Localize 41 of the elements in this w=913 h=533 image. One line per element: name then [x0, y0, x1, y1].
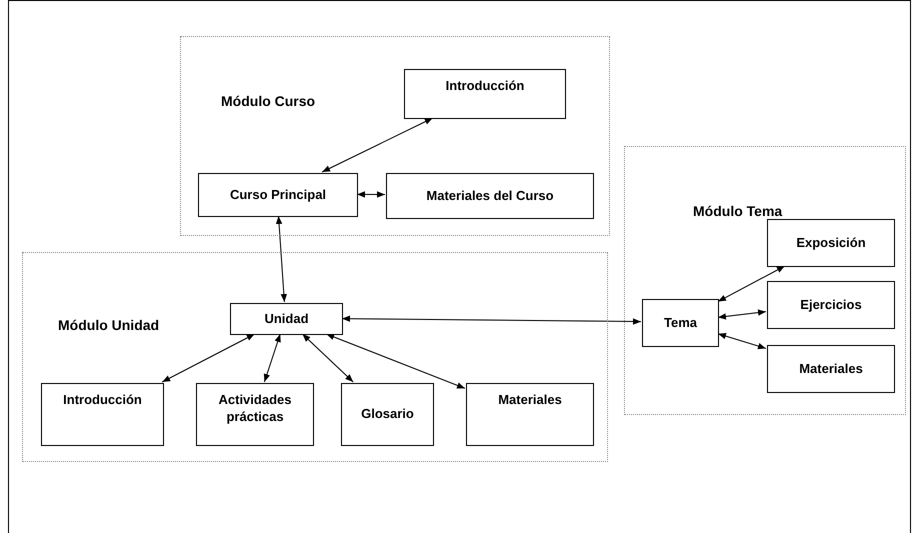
component-box — [767, 345, 895, 393]
box-label: Glosario — [361, 406, 414, 423]
arrow — [356, 191, 386, 198]
arrow — [302, 334, 354, 382]
arrow — [276, 216, 288, 302]
box-label: Introducción — [446, 78, 524, 95]
component-box — [466, 383, 594, 446]
component-box — [767, 219, 895, 267]
arrow — [718, 266, 786, 302]
arrow — [718, 309, 766, 320]
arrow — [162, 334, 256, 382]
box-label: Actividades prácticas — [218, 392, 292, 426]
component-box — [196, 383, 314, 446]
module-title: Módulo Curso — [221, 93, 316, 109]
module-title: Módulo Tema — [693, 203, 782, 219]
arrow — [342, 315, 642, 325]
component-box — [341, 383, 434, 446]
component-box — [642, 299, 719, 347]
module-group — [180, 36, 610, 236]
box-label: Curso Principal — [230, 186, 326, 204]
box-label: Materiales — [498, 392, 562, 409]
component-box — [41, 383, 164, 446]
arrow — [264, 334, 281, 382]
arrow — [326, 334, 466, 389]
box-label: Ejercicios — [800, 296, 862, 314]
box-label: Unidad — [264, 310, 309, 328]
component-box — [767, 281, 895, 329]
component-box — [230, 303, 343, 335]
arrow — [322, 118, 434, 172]
box-label: Materiales — [799, 360, 863, 378]
box-label: Introducción — [63, 392, 142, 409]
module-group — [624, 146, 906, 415]
arrow — [718, 333, 766, 350]
box-label: Materiales del Curso — [426, 188, 554, 204]
module-title: Módulo Unidad — [58, 317, 160, 333]
box-label: Exposición — [796, 234, 866, 252]
component-box — [198, 173, 358, 217]
component-box — [404, 69, 566, 119]
component-box — [386, 173, 594, 219]
box-label: Tema — [664, 314, 697, 332]
module-group — [22, 252, 608, 462]
